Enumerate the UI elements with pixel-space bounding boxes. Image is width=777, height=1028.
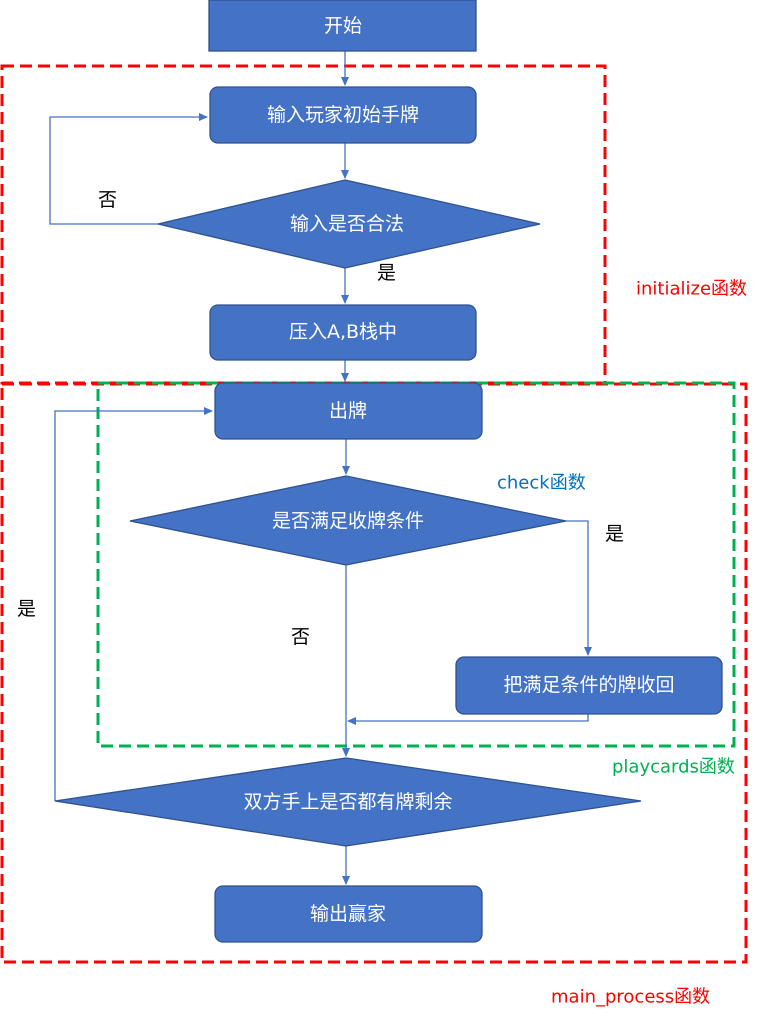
initialize-region-box bbox=[0, 64, 607, 385]
collect-cards-node bbox=[455, 656, 723, 715]
edge-collect-return bbox=[347, 714, 589, 725]
collect-no-label: 否 bbox=[291, 626, 310, 648]
input-cards-node bbox=[209, 86, 477, 144]
collect-yes-label: 是 bbox=[605, 523, 624, 545]
start-label: 开始 bbox=[324, 15, 362, 37]
edge-invalid-loop bbox=[49, 113, 208, 225]
push-stacks-label: 压入A,B栈中 bbox=[289, 321, 397, 343]
input-cards-label: 输入玩家初始手牌 bbox=[267, 104, 419, 126]
initialize-region-label: initialize函数 bbox=[636, 279, 747, 300]
valid-check-node bbox=[157, 179, 541, 269]
valid-check-label: 输入是否合法 bbox=[290, 213, 404, 235]
start-node bbox=[208, 0, 477, 52]
cards-left-check-label: 双方手上是否都有牌剩余 bbox=[243, 791, 452, 813]
main-process-region-label: main_process函数 bbox=[551, 987, 710, 1008]
play-card-node bbox=[214, 382, 483, 440]
invalid-no-label: 否 bbox=[98, 189, 117, 211]
playcards-region-label: playcards函数 bbox=[612, 757, 735, 778]
collect-cards-label: 把满足条件的牌收回 bbox=[503, 674, 674, 696]
output-winner-label: 输出赢家 bbox=[310, 903, 386, 925]
check-region-label: check函数 bbox=[497, 473, 586, 494]
edge-loop-yes bbox=[54, 407, 213, 801]
collect-check-label: 是否满足收牌条件 bbox=[272, 510, 424, 532]
output-winner-node bbox=[214, 885, 483, 943]
loop-yes-label: 是 bbox=[17, 598, 36, 620]
play-card-label: 出牌 bbox=[329, 400, 367, 422]
edge-collect-yes bbox=[566, 520, 592, 656]
cards-left-check-node bbox=[54, 757, 642, 847]
valid-yes-label: 是 bbox=[377, 262, 396, 284]
push-stacks-node bbox=[209, 304, 477, 361]
collect-check-node bbox=[129, 475, 567, 566]
